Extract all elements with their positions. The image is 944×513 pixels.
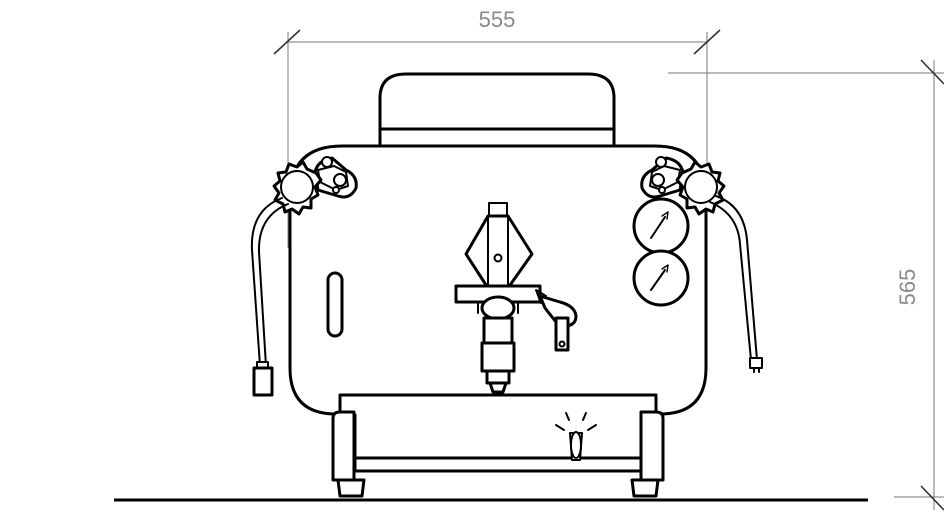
portafilter	[454, 284, 542, 394]
height-dimension-label: 565	[895, 269, 920, 306]
right-steam-knob	[640, 156, 726, 216]
brew-lever	[535, 289, 578, 352]
height-dimension: 565	[668, 59, 944, 511]
drip-tray-housing	[338, 393, 658, 473]
right-foot	[630, 410, 665, 498]
left-steam-knob	[272, 156, 358, 216]
right-steam-wand	[709, 195, 763, 373]
width-dimension: 555	[273, 7, 721, 248]
sight-glass	[326, 271, 344, 338]
lower-pressure-gauge	[632, 249, 690, 307]
upper-pressure-gauge	[632, 197, 690, 255]
cup-warmer	[378, 72, 616, 148]
left-steam-wand	[250, 197, 289, 397]
width-dimension-label: 555	[479, 7, 516, 32]
left-foot	[331, 410, 366, 498]
power-switch	[555, 412, 597, 461]
